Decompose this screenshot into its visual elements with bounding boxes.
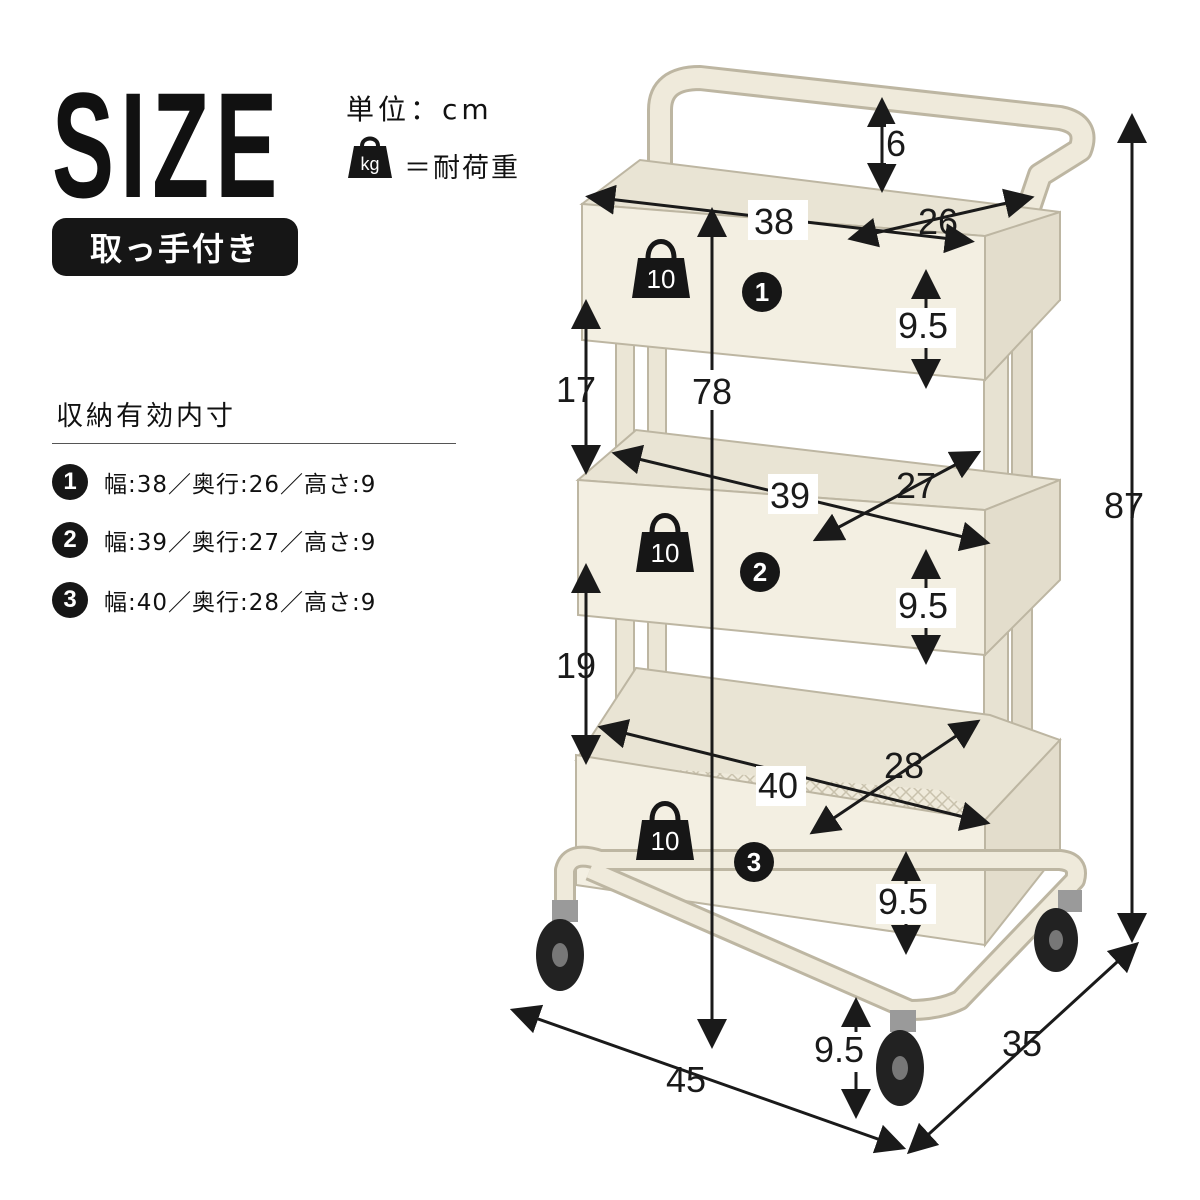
storage-heading: 収納有効内寸 (56, 401, 236, 432)
basket-2-height-label: 9.5 (898, 585, 948, 626)
load-weight-icon: 10 (632, 239, 690, 298)
load-weight-icon: 10 (636, 801, 694, 860)
svg-text:1: 1 (755, 277, 769, 307)
tier-spec-row: 3 幅:40／奥行:28／高さ:9 (52, 580, 376, 620)
svg-text:2: 2 (753, 557, 767, 587)
basket-2-load: 10 (651, 538, 680, 568)
tier-spec-row: 2 幅:39／奥行:27／高さ:9 (52, 520, 376, 560)
handle-badge: 取っ手付き (52, 218, 298, 276)
overall-depth-line (906, 941, 1140, 1155)
tier-spec-text: 幅:40／奥行:28／高さ:9 (104, 590, 377, 616)
basket-3-load: 10 (651, 826, 680, 856)
total-height-label: 87 (1104, 485, 1144, 526)
basket-number-badge: 3 (734, 842, 774, 882)
tier-number-badge: 3 (52, 582, 88, 618)
kg-icon-text: kg (360, 154, 379, 174)
svg-text:3: 3 (747, 847, 761, 877)
basket-2-depth-line (812, 450, 982, 542)
basket-1-depth-label: 26 (918, 201, 958, 242)
load-legend: ＝耐荷重 (404, 153, 520, 184)
overall-width-label: 45 (666, 1059, 706, 1100)
kg-weight-icon: kg (348, 136, 392, 178)
basket-3-height-label: 9.5 (878, 881, 928, 922)
overall-width-line (509, 1004, 907, 1154)
size-title: SIZE (52, 61, 284, 229)
basket-1-load: 10 (647, 264, 676, 294)
tier-number-badge: 1 (52, 464, 88, 500)
gap-top-label: 17 (556, 369, 596, 410)
tier-spec-text: 幅:39／奥行:27／高さ:9 (104, 530, 377, 556)
tier-spec-row: 1 幅:38／奥行:26／高さ:9 (52, 462, 376, 502)
caster-wheel (536, 900, 584, 991)
overall-depth-label: 35 (1002, 1023, 1042, 1064)
inner-height-label: 78 (692, 371, 732, 412)
load-weight-icon: 10 (636, 513, 694, 572)
tier-number-badge: 2 (52, 522, 88, 558)
basket-1-width-label: 38 (754, 201, 794, 242)
basket-2-depth-label: 27 (896, 465, 936, 506)
basket-number-badge: 1 (742, 272, 782, 312)
basket-2-width-label: 39 (770, 475, 810, 516)
gap-bottom-label: 19 (556, 645, 596, 686)
basket-1-height-label: 9.5 (898, 305, 948, 346)
unit-label: 単位：cm (346, 93, 493, 126)
divider (52, 443, 456, 444)
caster-wheel (876, 1010, 924, 1106)
basket-3-width-label: 40 (758, 765, 798, 806)
tier-spec-text: 幅:38／奥行:26／高さ:9 (104, 472, 377, 498)
basket-3-depth-label: 28 (884, 745, 924, 786)
basket-1-depth-line (847, 188, 1035, 248)
handle-height-label: 6 (886, 123, 906, 164)
ground-clearance-label: 9.5 (814, 1029, 864, 1070)
basket-3-depth-line (809, 719, 981, 835)
basket-number-badge: 2 (740, 552, 780, 592)
handle-badge-label: 取っ手付き (89, 230, 260, 268)
